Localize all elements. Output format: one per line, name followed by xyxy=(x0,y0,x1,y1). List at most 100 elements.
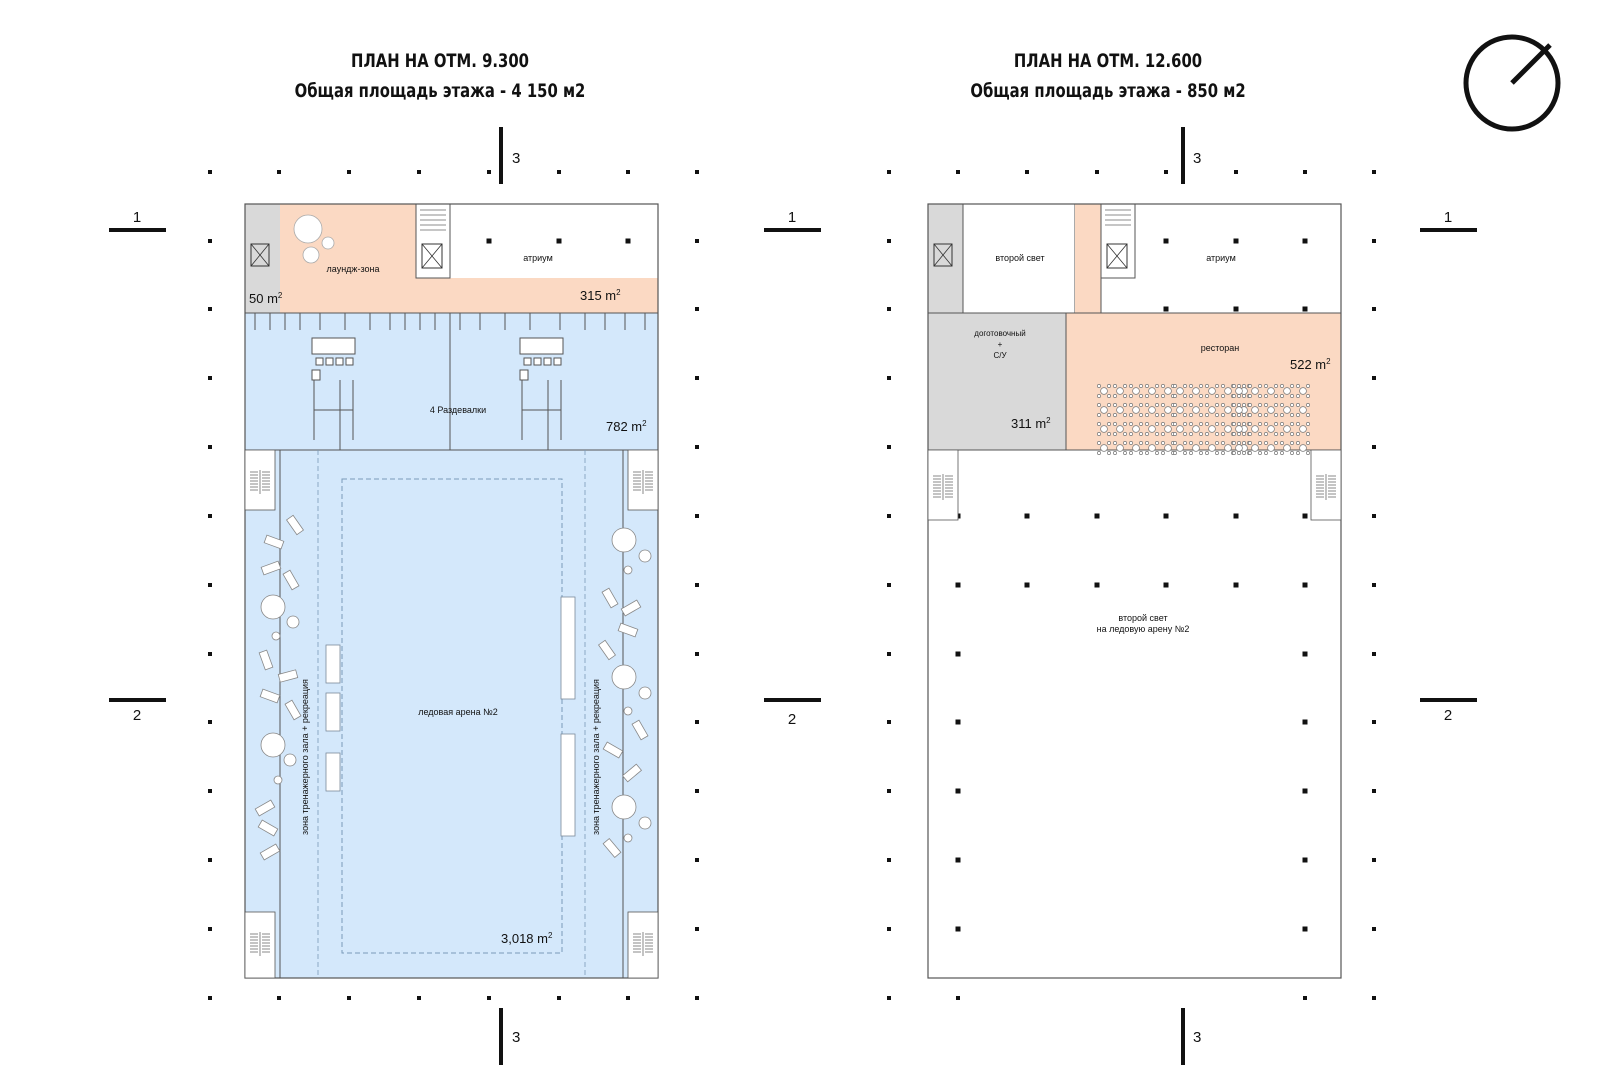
column-dot xyxy=(208,720,212,724)
column-dot xyxy=(557,996,561,1000)
column-dot xyxy=(1302,238,1308,244)
plan-left-subtitle: Общая площадь этажа - 4 150 м2 xyxy=(294,80,586,102)
column-dot xyxy=(1095,170,1099,174)
column-dot xyxy=(557,170,561,174)
column-dot xyxy=(955,857,961,863)
room-label-arena: ледовая арена №2 xyxy=(418,707,498,717)
column-dot xyxy=(695,239,699,243)
column-dot xyxy=(1372,239,1376,243)
column-dot xyxy=(1372,996,1376,1000)
room-label-prep-2: + xyxy=(998,340,1003,349)
team-benches xyxy=(325,596,576,837)
section-3-bottom-right: 3 xyxy=(1193,1029,1201,1046)
room-label-prep-3: С/У xyxy=(993,351,1007,360)
room-label-lockers: 4 Раздевалки xyxy=(430,405,486,415)
plan-title-right: ПЛАН НА ОТМ. 12.600 Общая площадь этажа … xyxy=(952,46,1264,106)
room-label-restaurant: ресторан xyxy=(1201,343,1240,353)
column-dot xyxy=(487,996,491,1000)
room-label-void-2: на ледовую арену №2 xyxy=(1097,624,1190,634)
column-dot xyxy=(955,719,961,725)
column-dot xyxy=(277,996,281,1000)
column-dot xyxy=(1163,582,1169,588)
column-dot xyxy=(1372,927,1376,931)
column-dot xyxy=(277,170,281,174)
column-dot xyxy=(625,238,631,244)
section-1-left: 1 xyxy=(133,209,141,226)
column-dot xyxy=(887,858,891,862)
column-dot xyxy=(208,927,212,931)
column-dot xyxy=(695,583,699,587)
column-dot xyxy=(1233,582,1239,588)
column-dot xyxy=(1372,720,1376,724)
compass-north-arrow-icon xyxy=(1463,34,1561,132)
column-dot xyxy=(626,170,630,174)
plan-right-title: ПЛАН НА ОТМ. 12.600 xyxy=(1013,50,1203,72)
plan-left: лаундж-зона атриум 4 Раздевалки ледовая … xyxy=(244,203,659,979)
column-dot xyxy=(1372,376,1376,380)
column-dot xyxy=(208,170,212,174)
column-dot xyxy=(887,789,891,793)
column-dot xyxy=(1303,170,1307,174)
column-dot xyxy=(1094,582,1100,588)
column-dot xyxy=(955,582,961,588)
column-dot xyxy=(887,239,891,243)
column-dot xyxy=(1163,513,1169,519)
column-dot xyxy=(887,583,891,587)
column-dot xyxy=(1094,513,1100,519)
prep-kitchen-zone xyxy=(927,312,1067,451)
room-label-gym-left: зона тренажерного зала + рекреация xyxy=(300,679,310,835)
column-dot xyxy=(1372,445,1376,449)
arena-zone xyxy=(244,449,659,979)
section-marks: 1 1 1 2 2 2 3 3 3 3 xyxy=(109,127,1477,1065)
column-dot xyxy=(695,376,699,380)
lounge-zone xyxy=(280,204,658,313)
plan-left-outline xyxy=(244,203,659,979)
area-prep: 311 m2 xyxy=(1011,416,1051,431)
plan-title-left: ПЛАН НА ОТМ. 9.300 Общая площадь этажа -… xyxy=(284,46,596,106)
column-dot xyxy=(208,239,212,243)
column-dot xyxy=(955,788,961,794)
column-dot xyxy=(887,307,891,311)
column-dot xyxy=(695,514,699,518)
column-dot xyxy=(208,583,212,587)
section-3-top-left: 3 xyxy=(512,150,520,167)
column-dot xyxy=(486,238,492,244)
locker-rooms-partitions xyxy=(254,313,646,450)
column-dot xyxy=(1302,306,1308,312)
column-dot xyxy=(695,927,699,931)
column-dot xyxy=(956,996,960,1000)
area-stair: 50 m2 xyxy=(249,291,283,306)
column-dot xyxy=(887,927,891,931)
column-dot xyxy=(208,858,212,862)
column-dot xyxy=(208,445,212,449)
column-dot xyxy=(1303,996,1307,1000)
column-dot xyxy=(208,789,212,793)
column-dot xyxy=(887,652,891,656)
room-label-void-1: второй свет xyxy=(1118,613,1167,623)
room-label-lounge: лаундж-зона xyxy=(327,264,380,274)
area-lockers: 782 m2 xyxy=(606,419,647,434)
room-label-atrium-left: атриум xyxy=(523,253,553,263)
column-dot xyxy=(1163,238,1169,244)
column-dot xyxy=(1302,926,1308,932)
column-dot xyxy=(556,238,562,244)
column-dot xyxy=(887,720,891,724)
room-label-prep-1: доготовочный xyxy=(974,329,1025,338)
column-dot xyxy=(1024,513,1030,519)
column-dot xyxy=(487,170,491,174)
column-dot xyxy=(1372,652,1376,656)
section-3-top-right: 3 xyxy=(1193,150,1201,167)
area-arena: 3,018 m2 xyxy=(501,931,553,946)
column-dot xyxy=(208,376,212,380)
column-dot xyxy=(887,376,891,380)
column-dot xyxy=(1372,789,1376,793)
room-label-second-light: второй свет xyxy=(995,253,1044,263)
column-dot xyxy=(417,996,421,1000)
restaurant-zone xyxy=(1065,312,1342,451)
column-dot xyxy=(1024,582,1030,588)
lockers-zone xyxy=(244,312,659,451)
column-dot xyxy=(955,926,961,932)
section-2-left: 2 xyxy=(133,707,141,724)
plan-left-title: ПЛАН НА ОТМ. 9.300 xyxy=(351,50,529,72)
